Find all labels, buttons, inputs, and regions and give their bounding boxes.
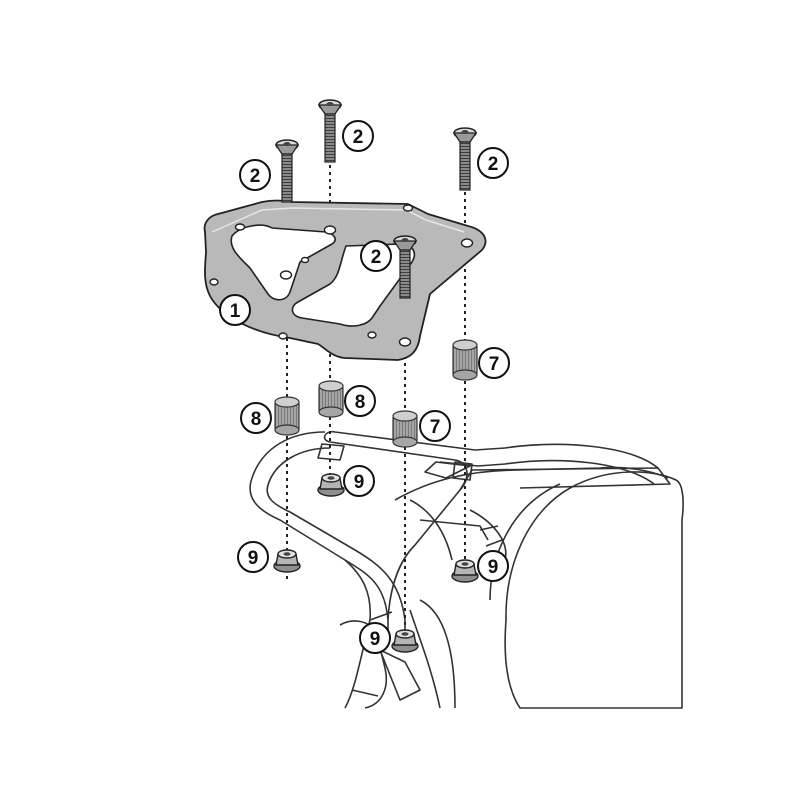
nuts [273, 473, 479, 653]
screw [317, 99, 343, 163]
spacer [318, 380, 344, 418]
flange-nut [273, 549, 301, 573]
rack-tab-left [317, 443, 345, 461]
callout-label: 7 [430, 417, 441, 438]
side-panel-outline [469, 509, 507, 561]
plate-hole [460, 238, 474, 248]
callout-nut: 9 [359, 622, 391, 654]
callout-label: 1 [230, 301, 241, 322]
plate-holes [209, 204, 474, 347]
rack-rail-inner [266, 447, 655, 640]
body-inner-line [409, 499, 489, 561]
callout-label: 9 [370, 629, 381, 650]
flange-nut [317, 473, 345, 497]
plate-cutout-left [230, 224, 336, 301]
spacer [274, 396, 300, 436]
callout-spacer: 7 [419, 410, 451, 442]
callout-plate: 1 [219, 294, 251, 326]
frame-detail [351, 649, 421, 701]
rack-tab-right [452, 461, 473, 481]
screws [274, 99, 478, 299]
callout-spacer: 8 [240, 402, 272, 434]
callout-label: 2 [250, 166, 261, 187]
plate-hole [323, 225, 337, 235]
screw [452, 127, 478, 191]
callouts: 1 2 2 2 2 7 7 8 [219, 120, 510, 654]
callout-label: 9 [354, 472, 365, 493]
plate-hole [278, 332, 288, 340]
callout-nut: 9 [477, 550, 509, 582]
motorcycle-rear-outline [249, 430, 684, 709]
plate-hole [234, 223, 246, 231]
flange-nut [451, 559, 479, 583]
flange-nut [391, 629, 419, 653]
plate-hole [367, 331, 377, 339]
plate-hole [300, 256, 310, 264]
callout-screw: 2 [477, 147, 509, 179]
callout-label: 2 [488, 154, 499, 175]
plate-hole [398, 337, 412, 347]
callout-label: 8 [355, 392, 366, 413]
plate-hole [402, 204, 414, 212]
plate-hole [279, 270, 293, 280]
spacers [274, 339, 478, 448]
callout-label: 2 [371, 247, 382, 268]
callout-nut: 9 [343, 465, 375, 497]
seat-outline [504, 471, 684, 709]
callout-spacer: 8 [344, 385, 376, 417]
plate-edge-highlight [211, 207, 465, 233]
callout-screw: 2 [360, 240, 392, 272]
spacer [392, 410, 418, 448]
mounting-plate [203, 199, 487, 361]
seat-edge-outline [489, 483, 561, 601]
rack-rear-bar [459, 467, 671, 491]
callout-screw: 2 [342, 120, 374, 152]
callout-nut: 9 [237, 541, 269, 573]
callout-label: 2 [353, 127, 364, 148]
callout-label: 9 [248, 548, 259, 569]
callout-label: 8 [251, 409, 262, 430]
rack-rail-outer [249, 430, 659, 640]
callout-screw: 2 [239, 159, 271, 191]
callout-label: 9 [488, 557, 499, 578]
screw [274, 139, 300, 203]
plate-hole [209, 278, 219, 286]
callout-spacer: 7 [478, 347, 510, 379]
tail-cowl-inner [424, 461, 471, 479]
spacer [452, 339, 478, 381]
screw [392, 235, 418, 299]
callout-label: 7 [489, 354, 500, 375]
exhaust-outline [409, 599, 456, 709]
